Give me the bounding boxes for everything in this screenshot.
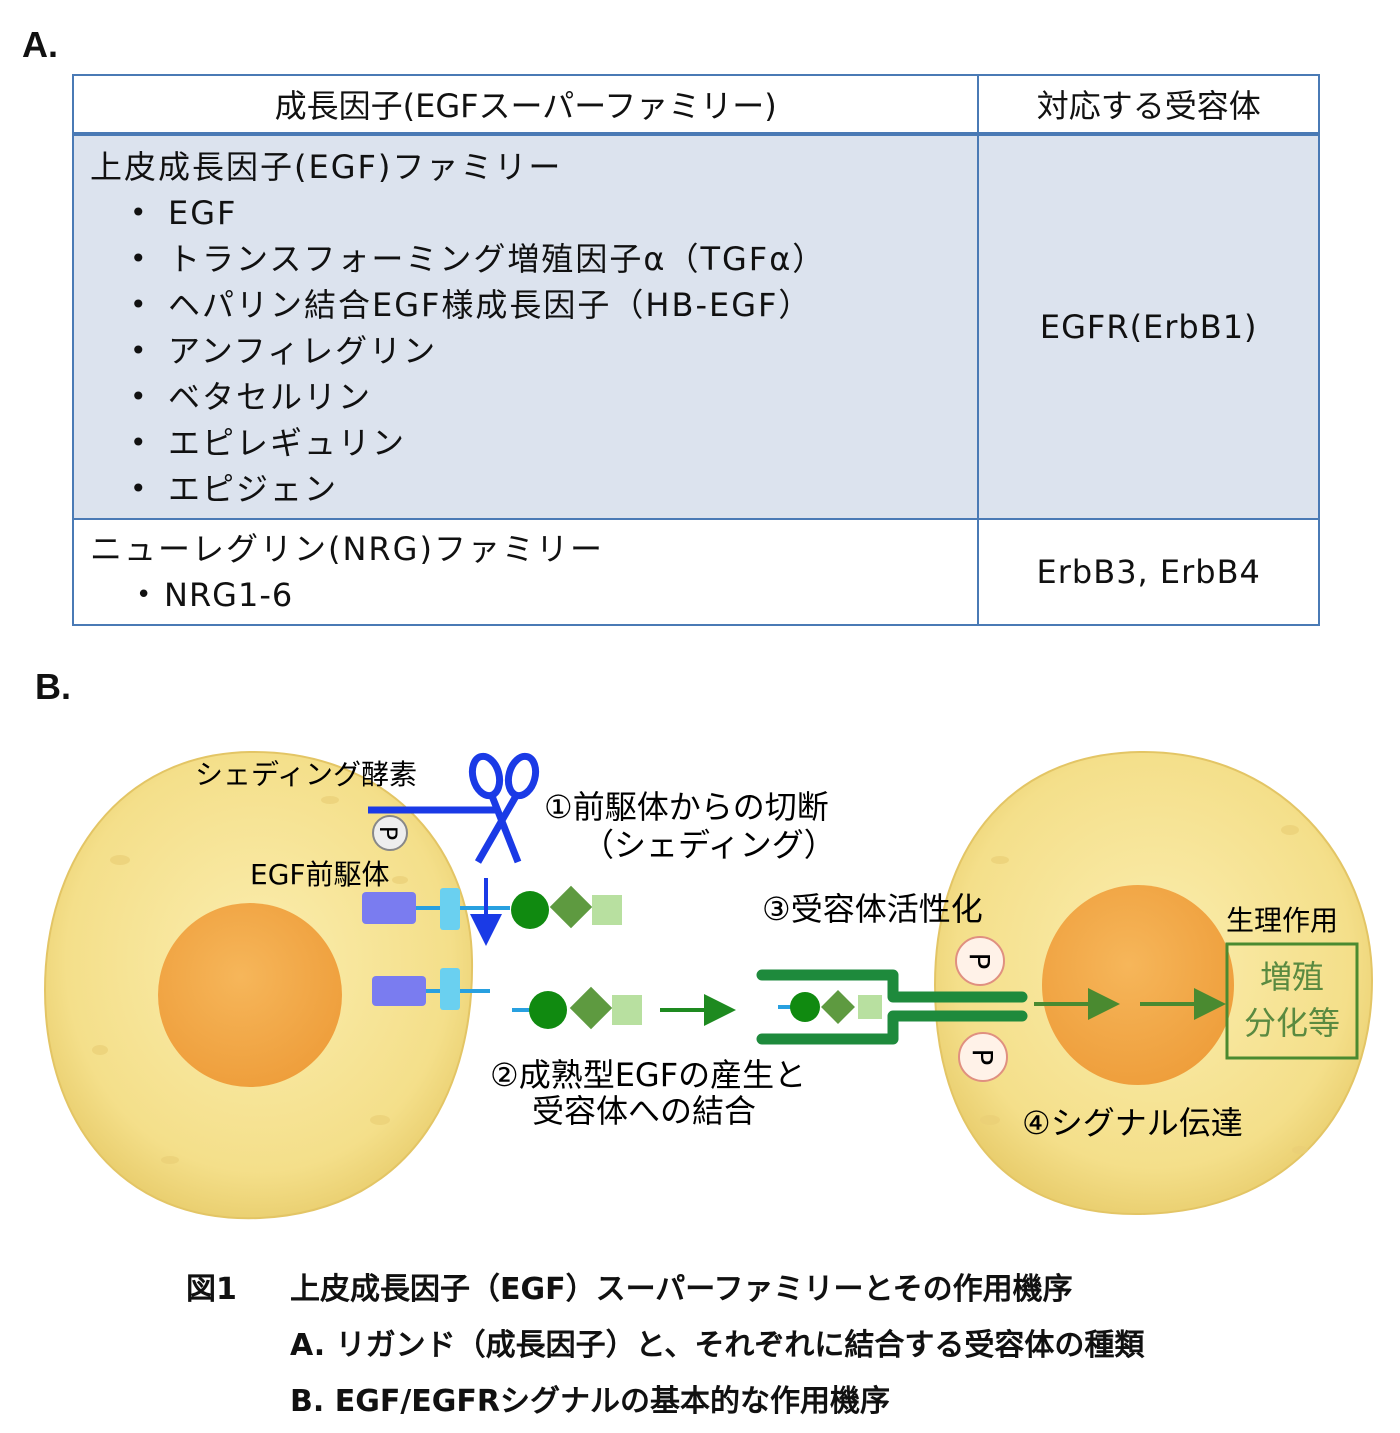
list-item: トランスフォーミング増殖因子α（TGFα） bbox=[130, 236, 977, 282]
nrg-family-cell: ニューレグリン(NRG)ファミリー NRG1-6 bbox=[71, 518, 980, 626]
panel-b-label: B. bbox=[35, 666, 71, 707]
step4-label: ④シグナル伝達 bbox=[1022, 1104, 1243, 1142]
list-item: NRG1-6 bbox=[136, 572, 977, 618]
shedding-enzyme-label: シェディング酵素 bbox=[195, 758, 417, 791]
list-item: EGF bbox=[130, 190, 977, 236]
cleaved-remnant bbox=[372, 968, 490, 1010]
header-growth-factor: 成長因子(EGFスーパーファミリー) bbox=[71, 74, 980, 136]
egf-family-members: EGF トランスフォーミング増殖因子α（TGFα） ヘパリン結合EGF様成長因子… bbox=[74, 190, 977, 512]
effect-proliferation: 増殖 bbox=[1260, 958, 1324, 996]
list-item: アンフィレグリン bbox=[130, 328, 977, 374]
egf-family-cell: 上皮成長因子(EGF)ファミリー EGF トランスフォーミング増殖因子α（TGF… bbox=[71, 133, 980, 520]
svg-text:P: P bbox=[963, 953, 996, 970]
phospho-enzyme: P bbox=[372, 815, 408, 851]
step1-line1: ①前駆体からの切断 bbox=[544, 788, 829, 826]
step3-label: ③受容体活性化 bbox=[762, 890, 983, 928]
list-item: ヘパリン結合EGF様成長因子（HB-EGF） bbox=[130, 282, 977, 328]
bound-egf bbox=[778, 990, 882, 1024]
egf-signaling-diagram: シェディング酵素 P EGF前駆体 ①前駆体から bbox=[43, 750, 1374, 1220]
left-nucleus bbox=[158, 903, 342, 1087]
egf-family-title: 上皮成長因子(EGF)ファミリー bbox=[90, 148, 563, 186]
right-nucleus bbox=[1042, 885, 1234, 1085]
nrg-receptor: ErbB3, ErbB4 bbox=[1036, 553, 1261, 591]
caption-line-b: B. EGF/EGFRシグナルの基本的な作用機序 bbox=[290, 1384, 890, 1419]
step2-line1: ②成熟型EGFの産生と bbox=[490, 1056, 806, 1094]
svg-text:P: P bbox=[966, 1049, 999, 1066]
panel-a-label: A. bbox=[22, 24, 58, 65]
egf-receptor-cell: EGFR(ErbB1) bbox=[977, 133, 1320, 520]
list-item: エピジェン bbox=[130, 466, 977, 512]
phospho-receptor-top: P bbox=[955, 936, 1005, 986]
precursor-label: EGF前駆体 bbox=[250, 858, 390, 891]
nrg-family-title: ニューレグリン(NRG)ファミリー bbox=[90, 530, 604, 568]
physiological-effect-title: 生理作用 bbox=[1226, 904, 1338, 937]
caption-line-a: A. リガンド（成長因子）と、それぞれに結合する受容体の種類 bbox=[290, 1328, 1145, 1363]
effect-differentiation: 分化等 bbox=[1244, 1004, 1340, 1042]
caption-title: 上皮成長因子（EGF）スーパーファミリーとその作用機序 bbox=[290, 1272, 1073, 1307]
list-item: エピレギュリン bbox=[130, 420, 977, 466]
egf-receptor: EGFR(ErbB1) bbox=[1039, 308, 1258, 346]
egf-precursor bbox=[362, 885, 622, 930]
nrg-receptor-cell: ErbB3, ErbB4 bbox=[977, 518, 1320, 626]
list-item: ベタセルリン bbox=[130, 374, 977, 420]
nrg-family-members: NRG1-6 bbox=[74, 572, 977, 618]
step2-line2: 受容体への結合 bbox=[532, 1092, 756, 1130]
phospho-receptor-bottom: P bbox=[958, 1032, 1008, 1082]
header-receptor: 対応する受容体 bbox=[977, 74, 1320, 136]
growth-factor-table: 成長因子(EGFスーパーファミリー) 対応する受容体 上皮成長因子(EGF)ファ… bbox=[71, 74, 1320, 626]
table-row-egf-family: 上皮成長因子(EGF)ファミリー EGF トランスフォーミング増殖因子α（TGF… bbox=[71, 133, 1320, 520]
left-cell bbox=[43, 750, 474, 1220]
step1-line2: （シェディング） bbox=[582, 826, 836, 864]
svg-text:P: P bbox=[374, 826, 402, 840]
mature-egf bbox=[512, 986, 642, 1030]
figure-caption: 図1 上皮成長因子（EGF）スーパーファミリーとその作用機序 A. リガンド（成長… bbox=[186, 1262, 1144, 1430]
egfr-receptor-dimer bbox=[756, 969, 1028, 1045]
right-cell bbox=[933, 750, 1374, 1216]
table-row-nrg-family: ニューレグリン(NRG)ファミリー NRG1-6 ErbB3, ErbB4 bbox=[71, 518, 1320, 626]
figure-number: 図1 bbox=[186, 1272, 237, 1307]
physiological-effect-box bbox=[1225, 942, 1359, 1060]
